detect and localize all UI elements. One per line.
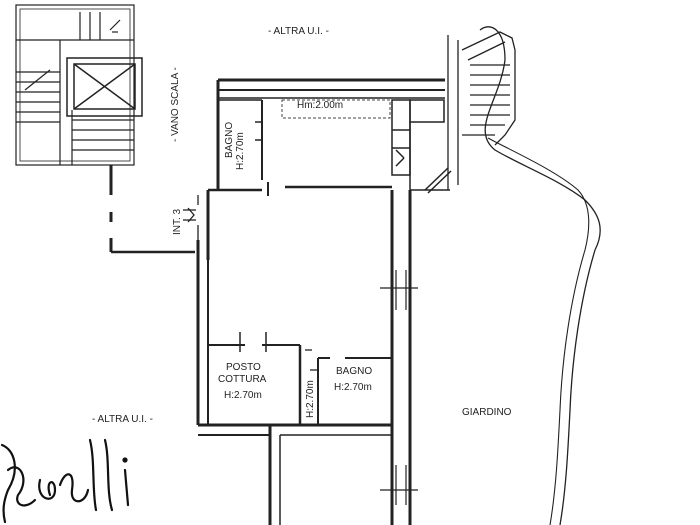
label-bagno1-height: H:2.70m bbox=[235, 132, 246, 170]
label-posto-height: H:2.70m bbox=[224, 390, 262, 401]
low-ceiling-area bbox=[281, 99, 391, 119]
label-altra-ui-bottom: - ALTRA U.I. - bbox=[92, 414, 153, 425]
entry-door-diag bbox=[409, 122, 452, 194]
label-cottura: COTTURA bbox=[218, 374, 267, 385]
garden-boundary bbox=[479, 26, 601, 525]
wardrobe bbox=[391, 99, 445, 176]
west-wall bbox=[196, 240, 392, 525]
garden-boundary-inner bbox=[487, 137, 590, 525]
label-corridor-height: H:2.70m bbox=[305, 380, 316, 418]
label-bagno2-height: H:2.70m bbox=[334, 382, 372, 393]
stair-wall bbox=[109, 165, 195, 254]
label-bagno1-title: BAGNO bbox=[224, 122, 235, 158]
staircase bbox=[15, 4, 135, 166]
elevator-shaft bbox=[66, 57, 143, 117]
label-hm: Hm:2.00m bbox=[297, 100, 343, 111]
label-giardino: GIARDINO bbox=[462, 407, 512, 418]
top-walls bbox=[206, 78, 445, 260]
entrance-marker bbox=[183, 195, 199, 240]
exterior-stair bbox=[447, 31, 516, 190]
label-altra-ui-top: - ALTRA U.I. - bbox=[268, 26, 329, 37]
partitions bbox=[208, 332, 392, 425]
label-posto: POSTO bbox=[226, 362, 261, 373]
signature bbox=[0, 438, 130, 524]
label-vano-scala: - VANO SCALA - bbox=[170, 67, 181, 142]
label-int: INT. 3 bbox=[172, 208, 183, 235]
label-bagno2-title: BAGNO bbox=[336, 366, 372, 377]
